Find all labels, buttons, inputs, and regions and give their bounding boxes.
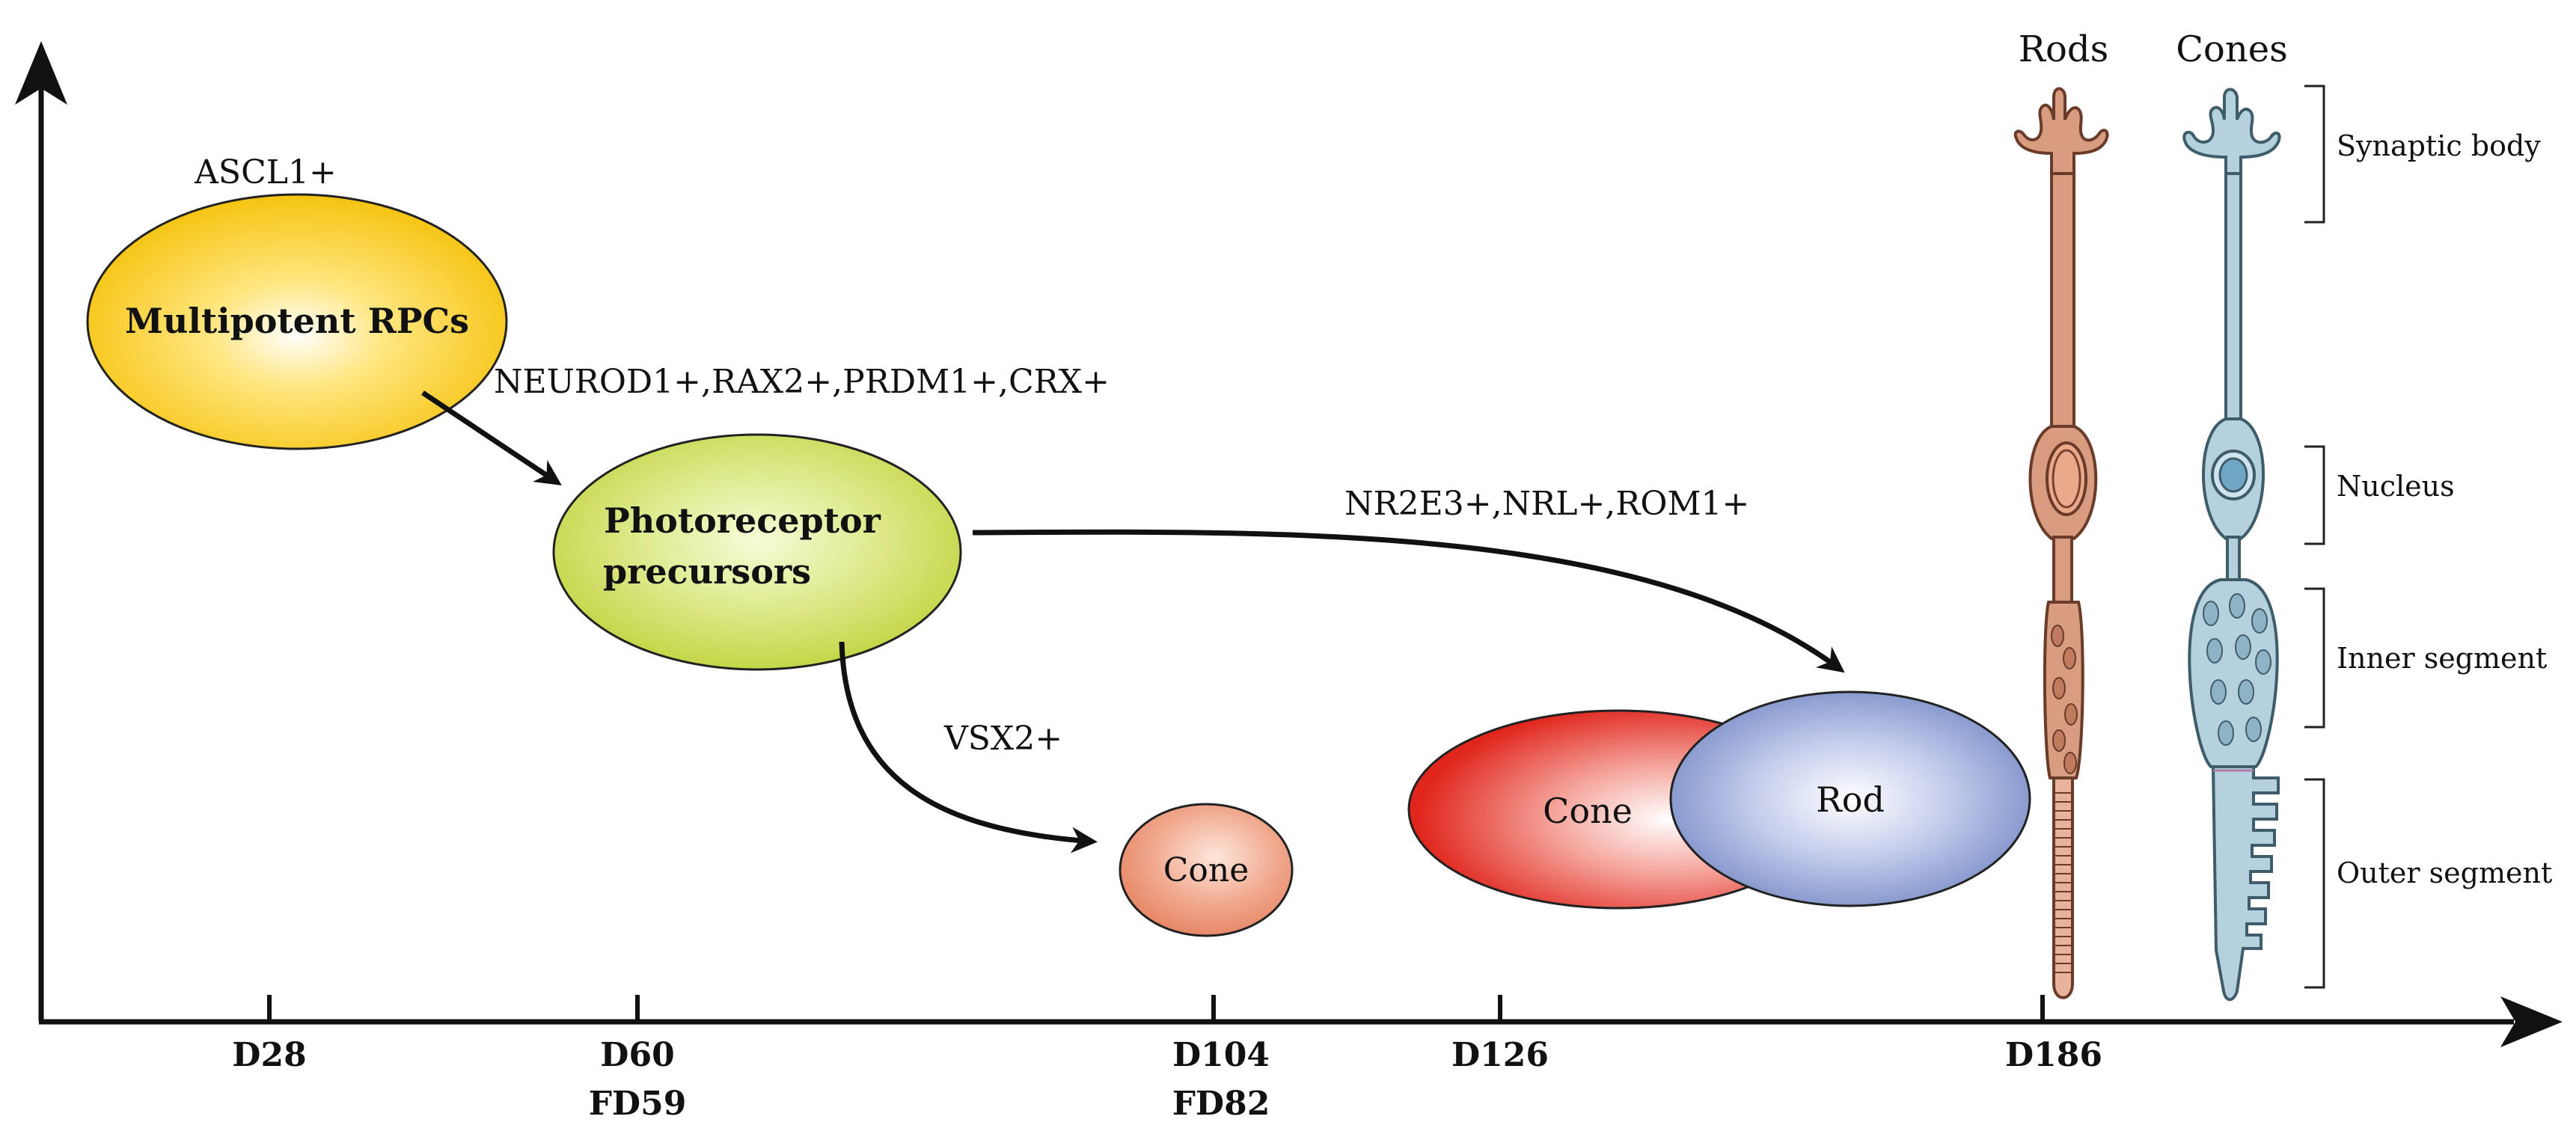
marker-nr2e3: NR2E3+,NRL+,ROM1+ [1344,485,1749,523]
y-axis [15,41,67,1022]
tick-d126: D126 [1451,995,1549,1074]
region-label: Nucleus [2337,470,2455,503]
region-label: Synaptic body [2337,129,2541,162]
tick-d60: D60 FD59 [589,995,687,1123]
cone-cell-illustration [2182,88,2281,1002]
tick-label: D186 [2005,1036,2102,1074]
region-outer-segment: Outer segment [2304,778,2552,989]
arrow-precursor-to-cone [839,641,1098,854]
node-label: Multipotent RPCs [125,301,469,341]
tick-sublabel: FD82 [1172,1085,1270,1123]
node-multipotent-rpcs: Multipotent RPCs [86,193,508,450]
node-early-cone: Cone [1119,803,1294,937]
rod-disc-stack [2055,792,2071,973]
tick-d104: D104 FD82 [1172,995,1270,1123]
node-label: Cone [1163,851,1249,889]
cone-mitochondria [2203,593,2271,746]
region-inner-segment: Inner segment [2304,587,2547,729]
node-label: Rod [1816,779,1885,820]
marker-ascl1: ASCL1+ [194,153,337,191]
marker-neurod1: NEUROD1+,RAX2+,PRDM1+,CRX+ [494,363,1110,401]
node-photoreceptor-precursors: Photoreceptor precursors [552,433,962,671]
tick-d186: D186 [2005,995,2102,1074]
node-label: Cone [1543,791,1633,831]
tick-label: D104 [1172,1036,1270,1074]
region-nucleus: Nucleus [2304,445,2455,545]
tick-label: D60 [600,1036,674,1074]
region-label: Outer segment [2337,857,2552,889]
tick-sublabel: FD59 [589,1085,687,1123]
rod-mitochondria [2051,625,2078,774]
arrow-precursor-to-rod [972,529,1845,673]
cones-title: Cones [2176,28,2288,70]
tick-label: D126 [1451,1036,1549,1074]
region-synaptic-body: Synaptic body [2304,85,2541,224]
tick-d28: D28 [232,995,307,1074]
y-axis-arrowhead [15,41,67,105]
node-label-line1: Photoreceptor [604,500,881,541]
node-label-line2: precursors [603,551,811,592]
rod-cell-illustration [2013,87,2109,999]
marker-vsx2: VSX2+ [943,720,1062,758]
x-axis-arrowhead [2500,996,2563,1047]
node-rod: Rod [1669,690,2031,907]
x-axis [39,996,2563,1047]
rods-title: Rods [2019,28,2108,70]
arrow-rpc-to-precursor [421,390,562,485]
tick-label: D28 [232,1036,306,1074]
region-label: Inner segment [2337,642,2547,675]
